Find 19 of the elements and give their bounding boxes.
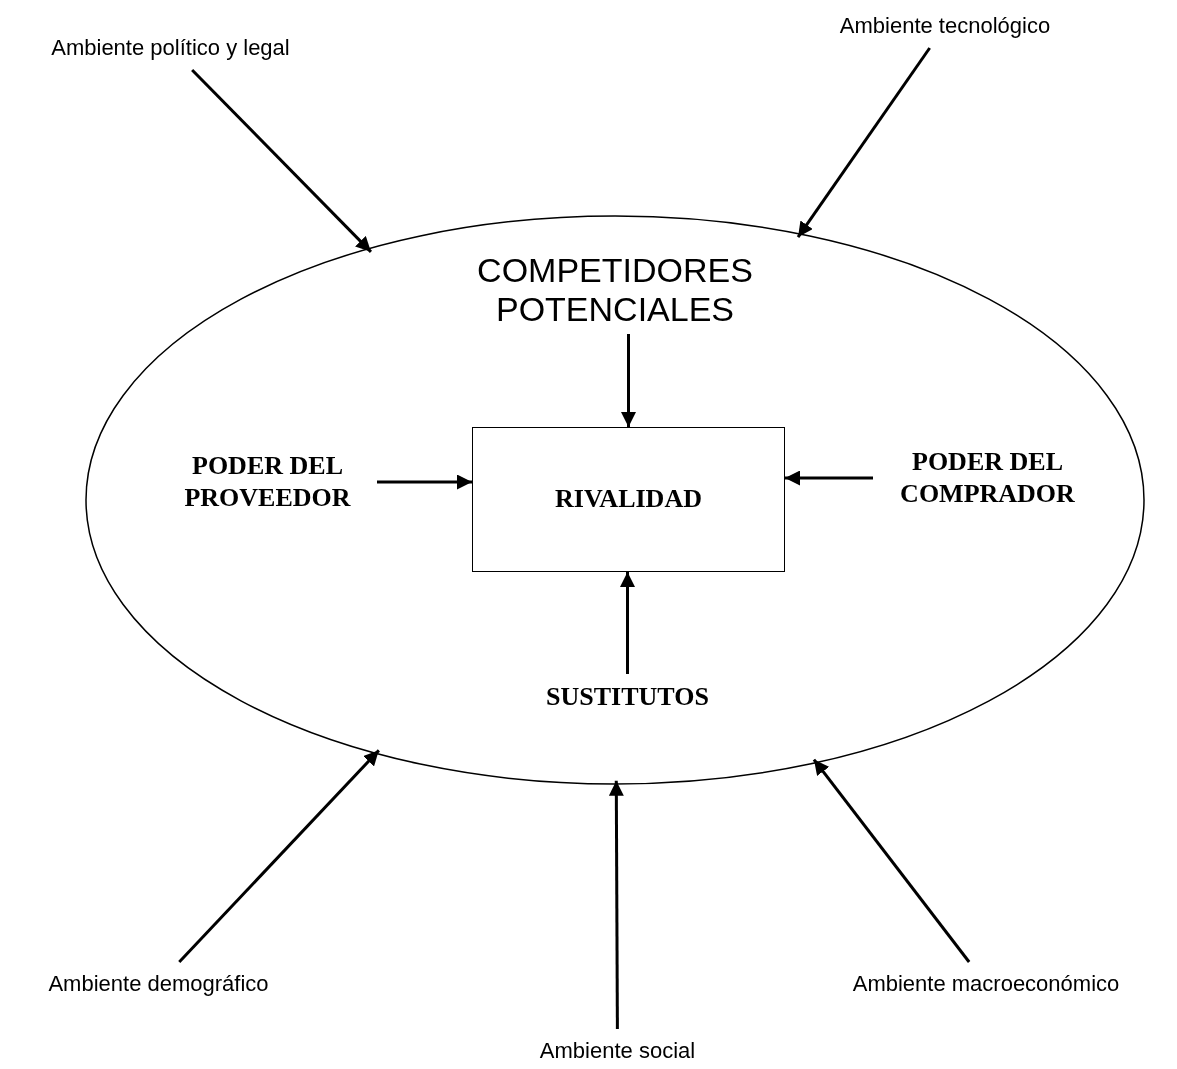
arrow <box>812 758 971 963</box>
force-label: PODER DEL COMPRADOR <box>899 445 1076 510</box>
environment-label: Ambiente tecnológico <box>839 13 1051 39</box>
force-label: PODER DEL PROVEEDOR <box>183 449 352 514</box>
arrow <box>191 68 373 253</box>
arrow <box>608 780 624 1029</box>
arrow <box>796 47 931 238</box>
force-label: SUSTITUTOS <box>546 680 709 713</box>
arrow <box>620 572 635 674</box>
force-label: COMPETIDORES POTENCIALES <box>476 250 754 330</box>
environment-label: Ambiente macroeconómico <box>852 971 1120 997</box>
environment-label: Ambiente social <box>539 1038 696 1064</box>
environment-label: Ambiente político y legal <box>51 35 290 61</box>
arrow <box>621 334 636 427</box>
arrow <box>178 749 380 964</box>
environment-label: Ambiente demográfico <box>48 971 269 997</box>
process-box: RIVALIDAD <box>472 427 785 572</box>
arrow <box>785 470 873 486</box>
arrow <box>377 474 472 490</box>
